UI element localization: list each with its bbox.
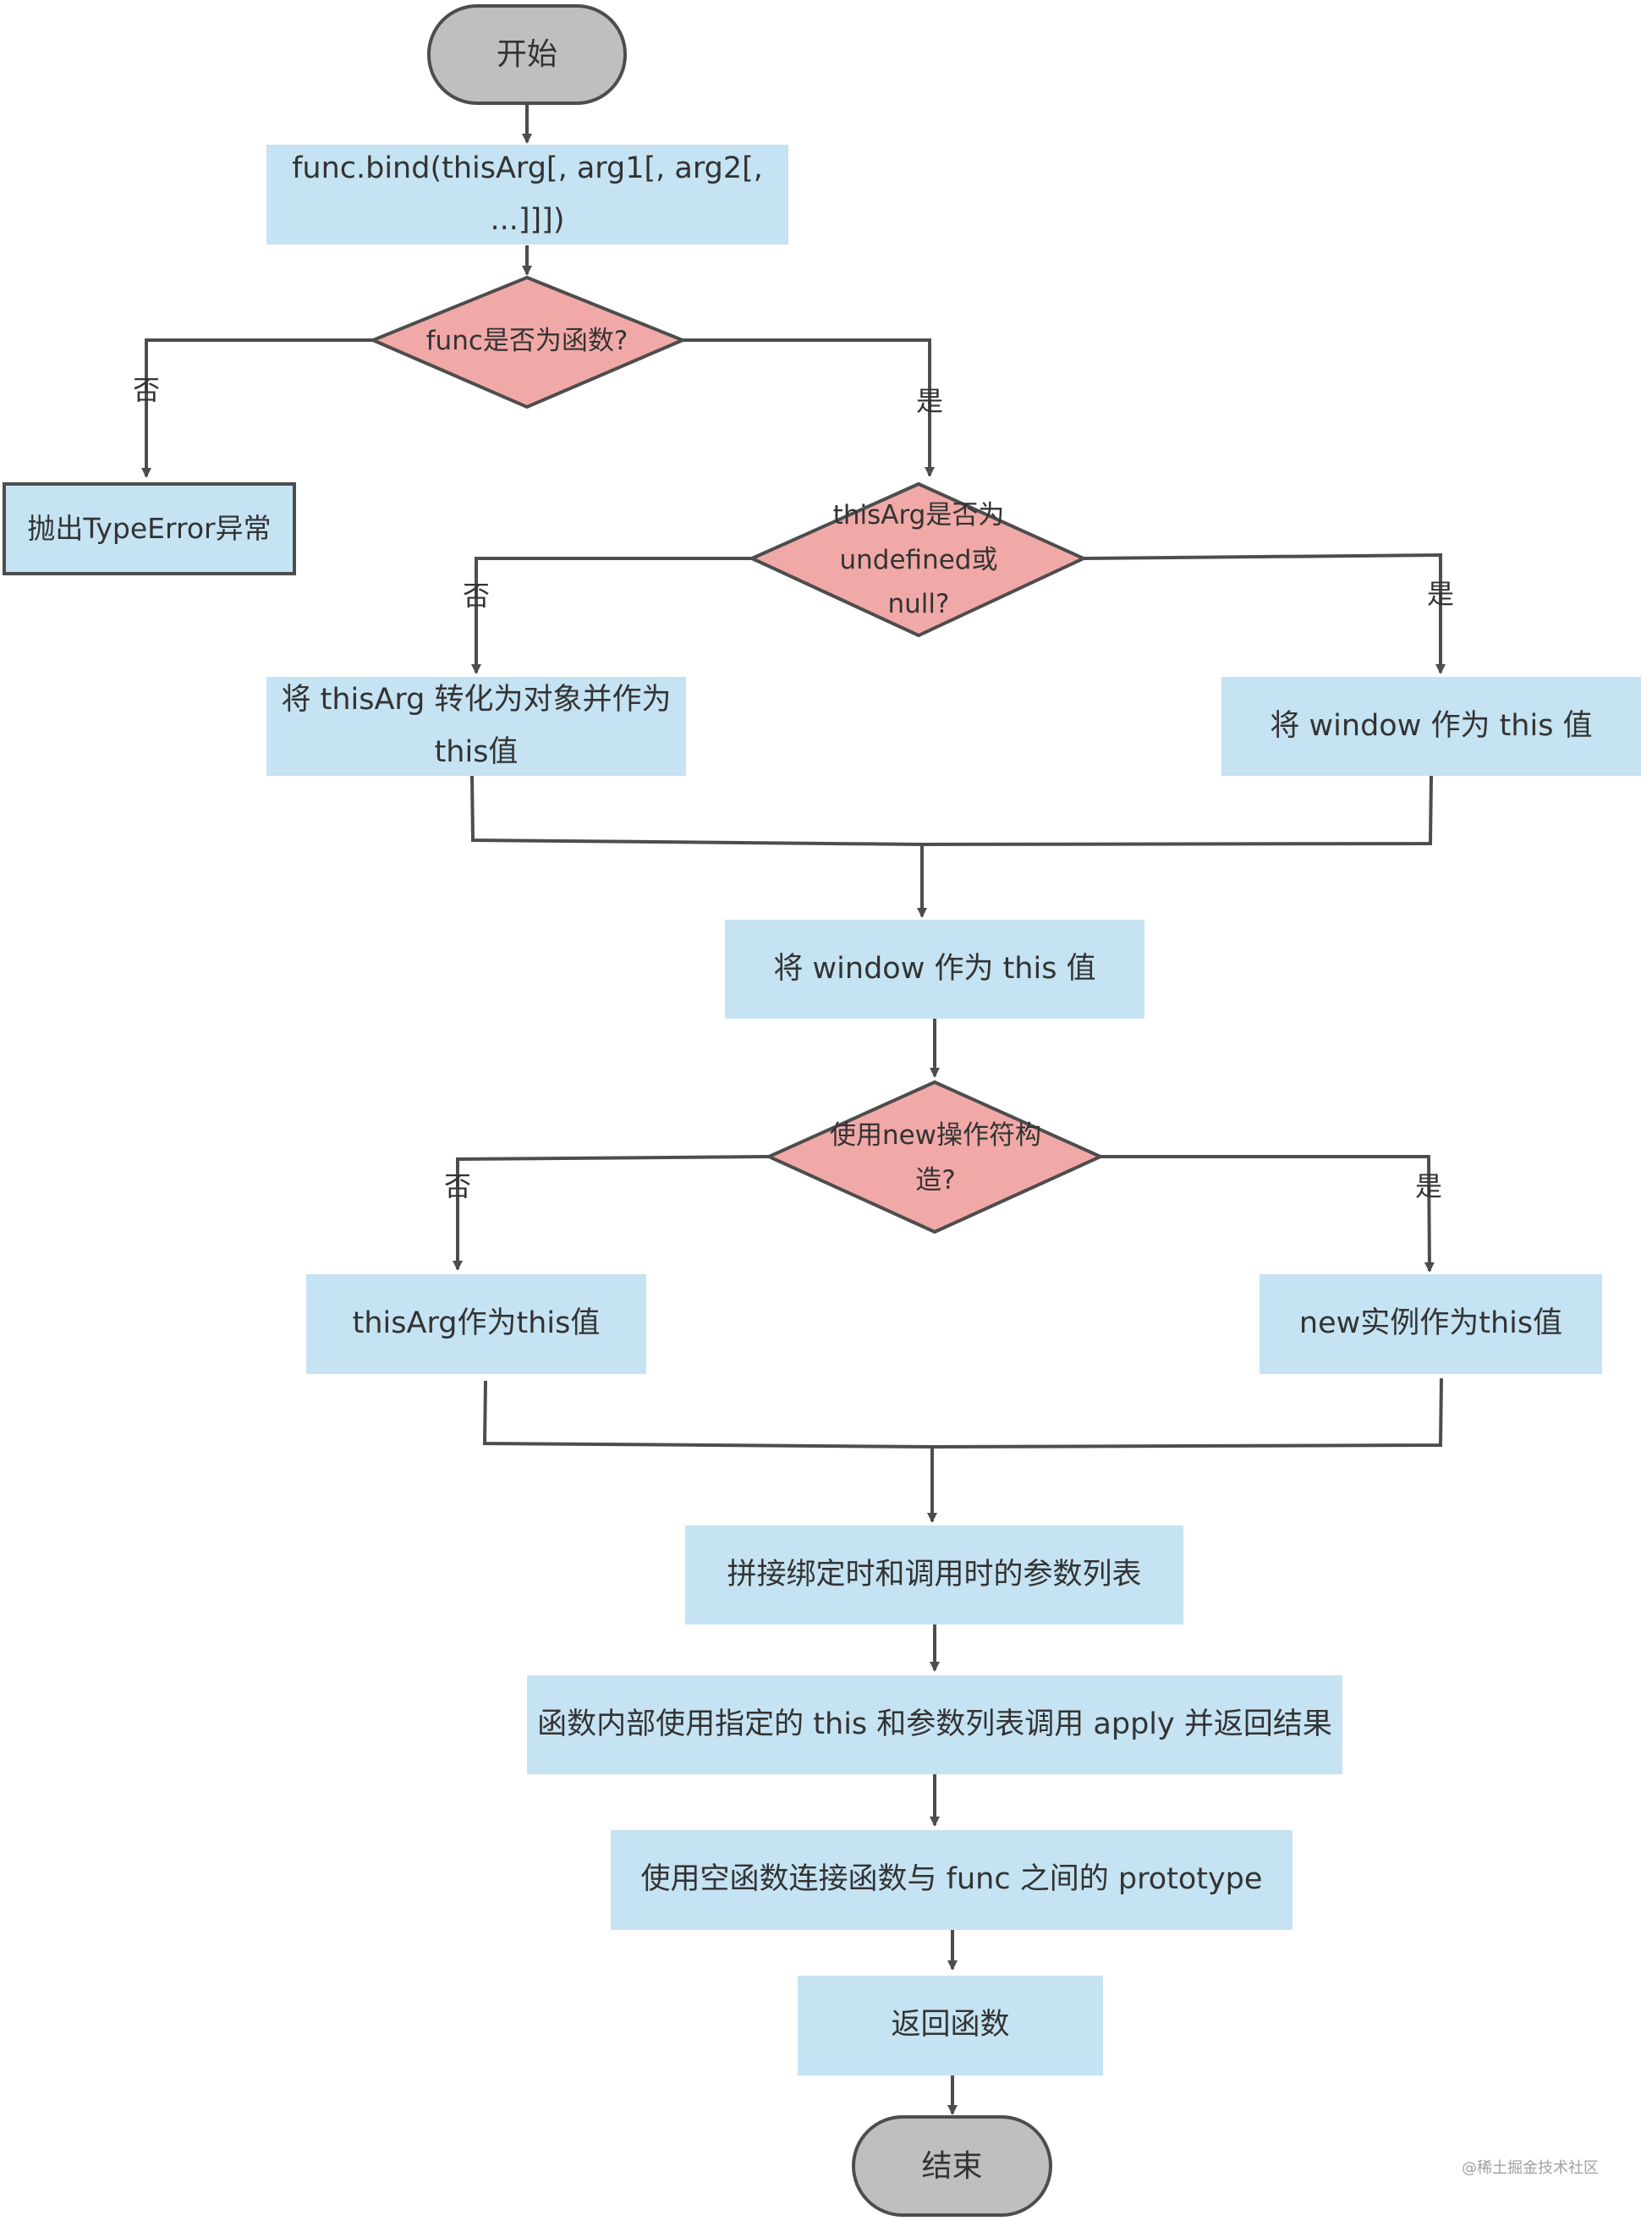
window-as-this-a-box bbox=[1221, 677, 1641, 776]
new-no-label: 否 bbox=[443, 1170, 472, 1202]
start-label: 开始 bbox=[496, 37, 557, 72]
new-check-label: 使用new操作符构造? bbox=[829, 1120, 1042, 1196]
this-arg-no-label: 否 bbox=[462, 580, 491, 612]
is-function-no-label: 否 bbox=[132, 374, 161, 406]
edge-this-arg-no bbox=[471, 557, 752, 674]
end-terminal bbox=[852, 2115, 1052, 2217]
apply-call-label: 函数内部使用指定的 this 和参数列表调用 apply 并返回结果 bbox=[537, 1707, 1332, 1741]
edge-this-arg-as-this-merge bbox=[482, 1380, 933, 1449]
connectors bbox=[141, 105, 1446, 2115]
new-instance-as-this-label: new实例作为this值 bbox=[1298, 1306, 1563, 1341]
apply-call-box bbox=[527, 1675, 1342, 1774]
edge-is-function-yes bbox=[683, 338, 935, 477]
link-prototype-box bbox=[611, 1830, 1293, 1930]
edge-new-instance-merge bbox=[931, 1377, 1443, 1449]
this-arg-check-label: thisArg是否为undefined或null? bbox=[832, 499, 1005, 620]
new-yes-label: 是 bbox=[1414, 1170, 1443, 1202]
this-arg-as-this-label: thisArg作为this值 bbox=[352, 1306, 601, 1341]
edge-this-arg-yes bbox=[1083, 553, 1446, 674]
end-label: 结束 bbox=[921, 2148, 983, 2184]
concat-args-label: 拼接绑定时和调用时的参数列表 bbox=[727, 1557, 1142, 1592]
is-function-label: func是否为函数? bbox=[425, 325, 628, 356]
edge-convert-merge bbox=[470, 775, 923, 846]
this-arg-as-this-box bbox=[306, 1274, 646, 1374]
return-function-box bbox=[798, 1976, 1103, 2075]
start-terminal bbox=[427, 4, 627, 105]
convert-this-arg-box bbox=[266, 677, 686, 776]
edge-is-function-no bbox=[141, 338, 373, 478]
this-arg-yes-label: 是 bbox=[1426, 578, 1455, 610]
new-instance-as-this-box bbox=[1260, 1274, 1602, 1374]
new-check-diamond bbox=[765, 1080, 1105, 1234]
throw-type-error-box bbox=[3, 482, 296, 575]
concat-args-box bbox=[685, 1526, 1183, 1625]
this-arg-check-diamond bbox=[748, 481, 1088, 638]
bind-call-label: func.bind(thisArg[, arg1[, arg2[, ...]]]… bbox=[292, 151, 763, 237]
is-function-yes-label: 是 bbox=[915, 385, 944, 417]
return-function-label: 返回函数 bbox=[891, 2008, 1010, 2042]
window-as-this-b-box bbox=[725, 920, 1144, 1019]
edge-new-no bbox=[453, 1155, 770, 1271]
link-prototype-label: 使用空函数连接函数与 func 之间的 prototype bbox=[640, 1862, 1263, 1897]
watermark: @稀土掘金技术社区 bbox=[1462, 2159, 1599, 2177]
edge-new-yes bbox=[1100, 1155, 1435, 1273]
window-as-this-b-label: 将 window 作为 this 值 bbox=[773, 951, 1096, 986]
edge-window-a-merge bbox=[921, 775, 1433, 846]
throw-type-error-label: 抛出TypeError异常 bbox=[27, 512, 272, 546]
is-function-diamond bbox=[368, 275, 688, 410]
bind-call-box bbox=[266, 145, 788, 245]
window-as-this-a-label: 将 window 作为 this 值 bbox=[1270, 708, 1593, 743]
convert-this-arg-label: 将 thisArg 转化为对象并作为this值 bbox=[281, 683, 672, 769]
